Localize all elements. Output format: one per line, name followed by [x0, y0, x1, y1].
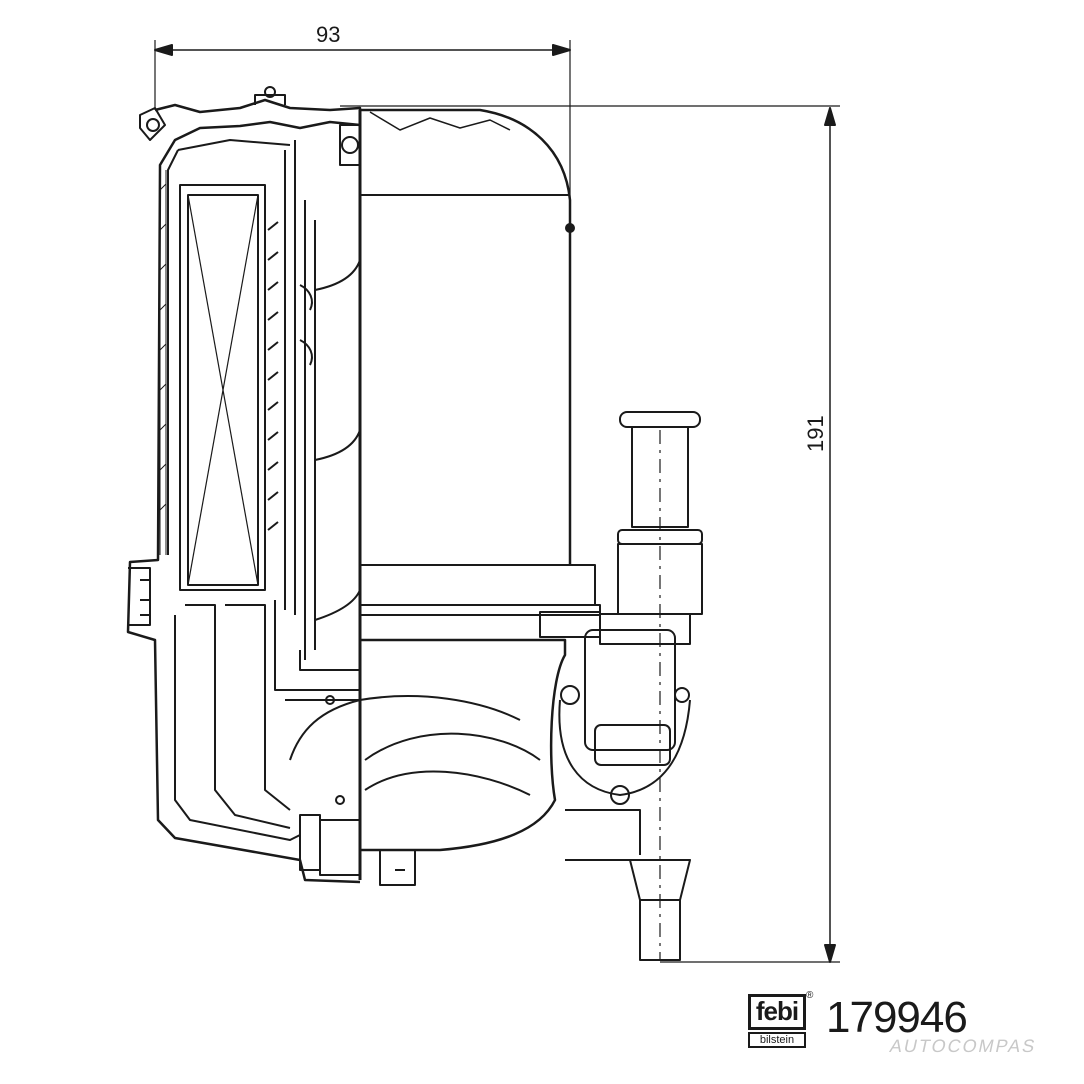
- housing-exterior: [359, 108, 601, 886]
- lower-chamber-section: [174, 600, 361, 876]
- housing-section: [126, 86, 362, 884]
- logo-main-text: febi: [748, 994, 806, 1030]
- part-number: 179946: [826, 993, 968, 1042]
- outlet-connector: [558, 411, 703, 961]
- watermark: AUTOCOMPAS: [887, 1036, 1039, 1056]
- logo-sub-text: bilstein: [748, 1032, 806, 1048]
- width-dimension: [154, 40, 571, 225]
- filter-element: [179, 150, 286, 610]
- width-dimension-label: 93: [316, 22, 340, 47]
- height-dimension: [340, 105, 840, 963]
- registered-mark: ®: [806, 990, 814, 1001]
- febi-bilstein-logo: febi bilstein ®: [748, 990, 813, 1052]
- center-tube: [294, 110, 362, 880]
- height-dimension-label: 191: [803, 415, 828, 452]
